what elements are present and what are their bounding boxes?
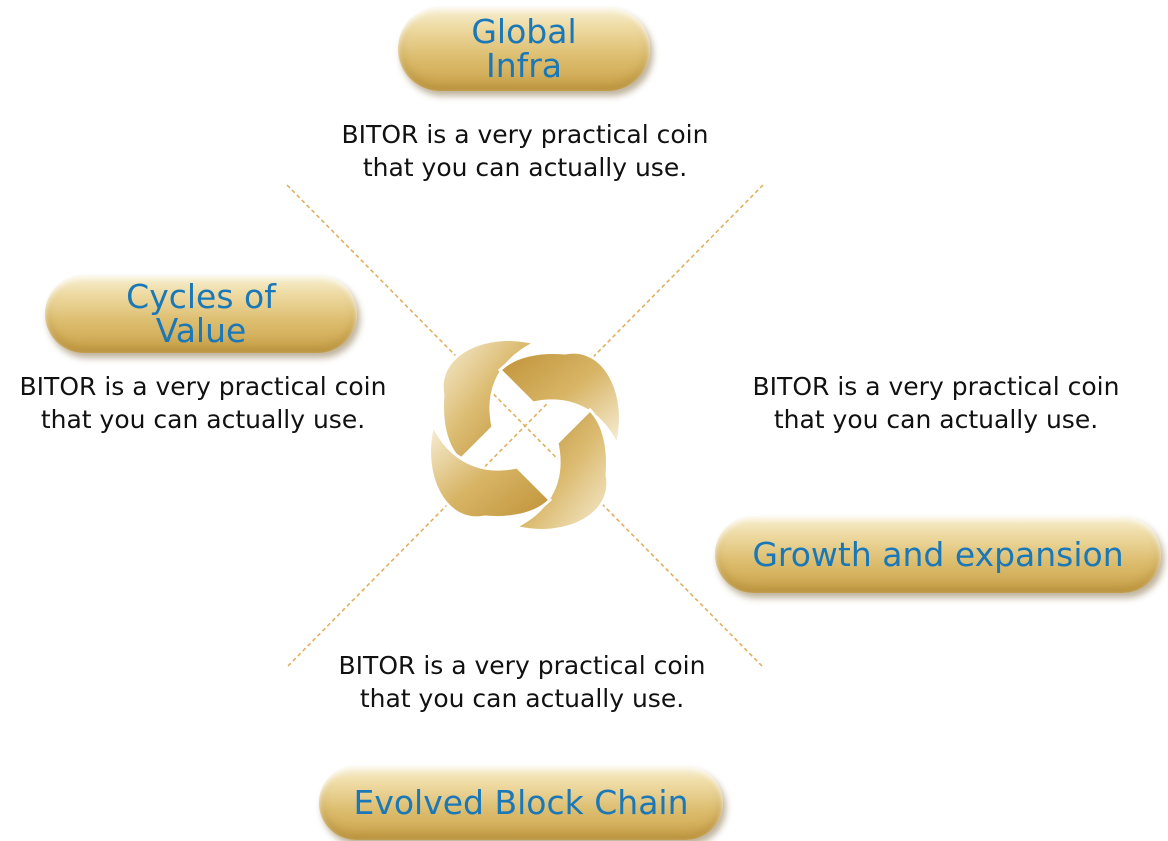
description-left: BITOR is a very practical coin that you … (19, 372, 387, 434)
description-right: BITOR is a very practical coin that you … (752, 372, 1120, 434)
pill-cycles-of-value-label: Cycles of Value (126, 277, 276, 350)
pill-growth-and-expansion-label: Growth and expansion (752, 534, 1124, 574)
pill-global-infra: Global Infra (398, 7, 650, 91)
pill-growth-and-expansion: Growth and expansion (715, 516, 1161, 593)
logo-segment (428, 420, 553, 520)
description-bottom: BITOR is a very practical coin that you … (338, 651, 706, 713)
pill-evolved-block-chain-label: Evolved Block Chain (353, 783, 689, 823)
pill-cycles-of-value: Cycles of Value (45, 275, 357, 353)
description-top: BITOR is a very practical coin that you … (341, 120, 709, 182)
pill-global-infra-label: Global Infra (471, 12, 577, 85)
dashed-line-diagonal-2 (286, 184, 764, 668)
pill-evolved-block-chain: Evolved Block Chain (319, 766, 723, 840)
